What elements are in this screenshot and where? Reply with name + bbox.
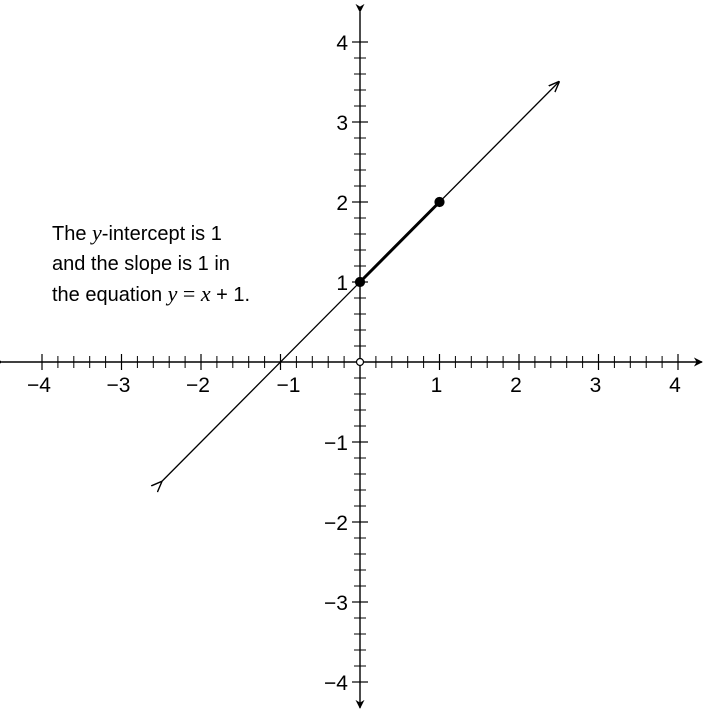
annotation-text-part: The	[52, 223, 93, 245]
y-tick-label: 4	[336, 32, 348, 55]
x-tick-label: 4	[669, 374, 681, 397]
annotation-text-part: + 1.	[210, 284, 251, 306]
annotation-text: The y-intercept is 1 and the slope is 1 …	[52, 218, 352, 310]
annotation-variable-y: y	[167, 281, 178, 306]
annotation-equals: =	[177, 281, 201, 306]
x-tick-label: −2	[186, 374, 210, 397]
x-tick-label: 1	[431, 374, 443, 397]
x-tick-label: −1	[277, 374, 301, 397]
x-tick-label: −3	[107, 374, 131, 397]
annotation-variable-y: y	[92, 220, 102, 245]
plotted-point	[354, 276, 366, 288]
slope-segment	[358, 200, 441, 284]
annotation-text-part: the equation	[52, 284, 168, 306]
annotation-variable-x: x	[200, 281, 211, 306]
y-tick-label: −2	[324, 512, 348, 535]
x-tick-label: 2	[510, 374, 522, 397]
x-tick-label: 3	[590, 374, 602, 397]
plotted-points	[354, 196, 445, 367]
x-tick-label: −4	[27, 374, 51, 397]
y-tick-label: 2	[336, 192, 348, 215]
plotted-point	[434, 196, 445, 208]
y-tick-label: −4	[324, 672, 348, 695]
annotation-text-part: and the slope is 1 in	[52, 253, 230, 275]
y-tick-label: −1	[324, 432, 348, 455]
annotation-text-part: -intercept is 1	[101, 223, 222, 245]
y-tick-label: −3	[324, 592, 348, 615]
y-tick-label: 3	[336, 112, 348, 135]
origin-open-point	[355, 357, 365, 367]
